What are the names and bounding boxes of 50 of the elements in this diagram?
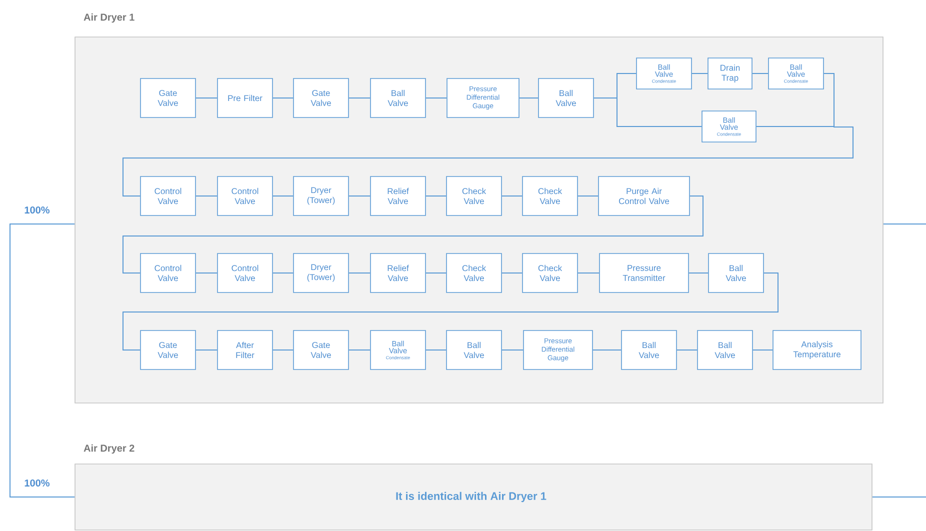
component-box: Dryer (Tower) <box>293 176 349 216</box>
panel-heading: Air Dryer 2 <box>84 444 134 454</box>
component-box: Ball Valve <box>446 330 502 370</box>
edge-label: 100% <box>23 205 51 215</box>
connector-line <box>122 126 854 196</box>
component-box: Analysis Temperature <box>772 330 862 370</box>
component-box: Gate Valve <box>140 330 196 370</box>
component-box: Relief Valve <box>370 253 426 293</box>
component-box: Check Valve <box>446 253 502 293</box>
connector-line <box>122 272 778 350</box>
component-box: Gate Valve <box>293 78 349 118</box>
component-box: Control Valve <box>140 253 196 293</box>
connector-line <box>195 272 218 274</box>
component-box: Drain Trap <box>708 58 752 90</box>
component-box: Check Valve <box>446 176 502 216</box>
connector-line <box>10 360 76 498</box>
component-box: After Filter <box>217 330 273 370</box>
connector-line <box>122 196 704 274</box>
connector-line <box>577 272 600 274</box>
component-box: Purge Air Control Valve <box>598 176 690 216</box>
component-box: Ball Valve <box>538 78 594 118</box>
component-box: Ball Valve <box>621 330 677 370</box>
component-box: Relief Valve <box>370 176 426 216</box>
connector-line <box>691 73 708 74</box>
component-box: Check Valve <box>522 176 578 216</box>
connector-line <box>593 98 702 127</box>
panel-heading: Air Dryer 1 <box>84 13 134 23</box>
panel-note: It is identical with Air Dryer 1 <box>396 492 546 502</box>
component-box: Control Valve <box>140 176 196 216</box>
component-box: Gate Valve <box>293 330 349 370</box>
component-box: Ball Valve <box>708 253 764 293</box>
component-box: Gate Valve <box>140 78 196 118</box>
component-box: Pressure Transmitter <box>599 253 689 293</box>
connector-line <box>272 272 294 274</box>
connector-line <box>688 272 709 274</box>
edge-label: 100% <box>23 478 51 488</box>
component-box: Ball Valve <box>370 78 426 118</box>
dryer-panel <box>74 464 872 530</box>
component-box: Pre Filter <box>217 78 273 118</box>
connector-line <box>425 272 447 274</box>
connector-line <box>752 73 769 74</box>
connector-line <box>10 224 76 360</box>
connector-line <box>348 272 371 274</box>
component-box: Control Valve <box>217 176 273 216</box>
component-box: Dryer (Tower) <box>293 253 349 293</box>
component-box: Control Valve <box>217 253 273 293</box>
component-box: Ball Valve <box>697 330 753 370</box>
connector-line <box>872 496 926 498</box>
connector-line <box>501 272 523 274</box>
component-box: Check Valve <box>522 253 578 293</box>
